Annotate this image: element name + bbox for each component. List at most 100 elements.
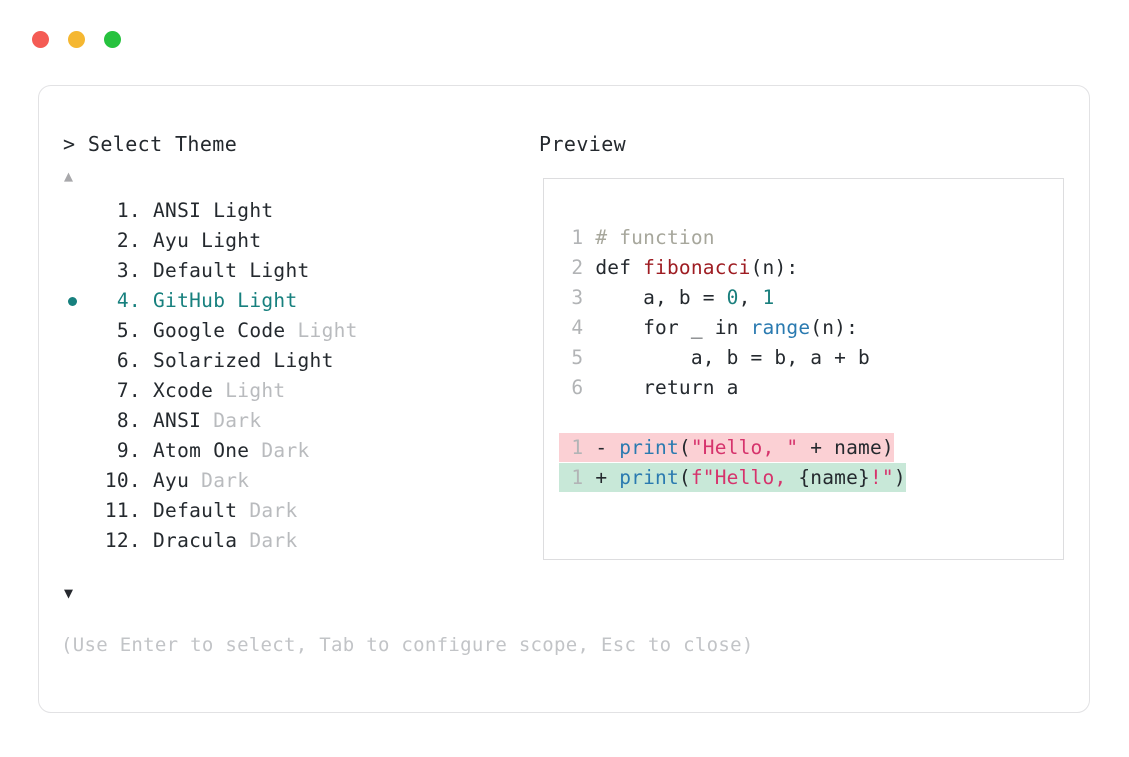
theme-item-name: ANSI [140,409,202,432]
theme-list-item[interactable]: 4. GitHub Light [63,286,493,316]
scroll-down-icon[interactable]: ▼ [64,584,74,602]
theme-item-text: 4. GitHub Light [101,286,298,316]
theme-item-name: Default Light [140,259,310,282]
theme-item-name: Ayu [140,469,190,492]
code-token: {name} [798,466,870,489]
code-token: !" [869,466,894,489]
theme-item-variant: Dark [249,439,310,462]
code-token: def [595,256,644,279]
code-token: 0 [726,286,739,309]
maximize-button[interactable] [104,31,121,48]
line-number: 5 [571,346,584,369]
theme-item-index: 3. [116,259,141,282]
theme-item-name: Solarized Light [140,349,334,372]
theme-item-variant: Dark [189,469,250,492]
page-title: > Select Theme [63,132,238,156]
code-line: 6 return a [559,373,906,403]
theme-item-index: 6. [116,349,141,372]
theme-list-item[interactable]: 5. Google Code Light [63,316,493,346]
diff-line-body: 1 + print(f"Hello, {name}!") [559,463,906,492]
code-gutter-space [583,226,595,249]
theme-item-text: 10. Ayu Dark [101,466,249,496]
code-token: (n): [810,316,859,339]
theme-list-item[interactable]: 2. Ayu Light [63,226,493,256]
theme-item-index: 9. [116,439,141,462]
line-number: 2 [571,256,584,279]
theme-item-name: Google Code [140,319,286,342]
theme-list-item[interactable]: 3. Default Light [63,256,493,286]
code-gutter-space [583,286,595,309]
theme-item-variant: Dark [237,529,298,552]
code-line: 5 a, b = b, a + b [559,343,906,373]
code-token: a, b = b, a + b [595,346,870,369]
code-token: return a [595,376,739,399]
code-token: a, b = [595,286,727,309]
code-gutter-space [583,316,595,339]
diff-line-body: 1 - print("Hello, " + name) [559,433,894,462]
theme-selector-card: > Select Theme Preview ▲ ▼ 1. ANSI Light… [38,85,1090,713]
theme-list-item[interactable]: 1. ANSI Light [63,196,493,226]
code-line: 2 def fibonacci(n): [559,253,906,283]
theme-item-index: 5. [116,319,141,342]
window-traffic-lights [32,31,121,48]
code-token: (n): [750,256,799,279]
theme-list-item[interactable]: 11. Default Dark [63,496,493,526]
theme-item-variant: Dark [201,409,262,432]
diff-marker: - [583,436,620,459]
line-number: 4 [571,316,584,339]
theme-item-variant: Light [285,319,358,342]
code-token: + name) [798,436,894,459]
code-token: "Hello, " [690,436,799,459]
theme-item-name: Xcode [140,379,214,402]
theme-item-index: 10. [104,469,141,492]
code-token: ( [678,436,691,459]
theme-item-text: 5. Google Code Light [101,316,358,346]
theme-item-index: 2. [116,229,141,252]
code-line: 4 for _ in range(n): [559,313,906,343]
code-token: # function [595,226,715,249]
diff-line-number: 1 [571,436,584,459]
diff-marker: + [583,466,620,489]
code-token: print [619,436,679,459]
close-button[interactable] [32,31,49,48]
theme-item-text: 8. ANSI Dark [101,406,261,436]
line-number: 6 [571,376,584,399]
code-token: 1 [762,286,775,309]
theme-item-name: Ayu Light [140,229,262,252]
theme-list-item[interactable]: 8. ANSI Dark [63,406,493,436]
code-token: f"Hello, [690,466,799,489]
theme-item-variant: Dark [237,499,298,522]
theme-item-name: GitHub Light [140,289,298,312]
minimize-button[interactable] [68,31,85,48]
theme-item-text: 3. Default Light [101,256,310,286]
code-line: 1 # function [559,223,906,253]
code-line: 3 a, b = 0, 1 [559,283,906,313]
line-number: 3 [571,286,584,309]
code-token: for _ in [595,316,751,339]
theme-list-item[interactable]: 9. Atom One Dark [63,436,493,466]
theme-item-text: 6. Solarized Light [101,346,334,376]
theme-item-name: Default [140,499,238,522]
preview-title: Preview [539,132,627,156]
theme-item-name: Dracula [140,529,238,552]
theme-list-item[interactable]: 6. Solarized Light [63,346,493,376]
line-number: 1 [571,226,584,249]
diff-line-add: 1 + print(f"Hello, {name}!") [559,463,906,493]
theme-list-item[interactable]: 7. Xcode Light [63,376,493,406]
code-token: range [750,316,811,339]
code-gutter-space [583,346,595,369]
theme-list-item[interactable]: 10. Ayu Dark [63,466,493,496]
theme-item-index: 1. [116,199,141,222]
diff-line-del: 1 - print("Hello, " + name) [559,433,906,463]
theme-item-text: 11. Default Dark [101,496,298,526]
theme-item-text: 12. Dracula Dark [101,526,298,556]
theme-list-item[interactable]: 12. Dracula Dark [63,526,493,556]
keyboard-hint: (Use Enter to select, Tab to configure s… [61,634,754,656]
scroll-up-icon[interactable]: ▲ [64,167,74,185]
diff-line-number: 1 [571,466,584,489]
code-gutter-space [583,376,595,399]
theme-item-text: 2. Ayu Light [101,226,261,256]
